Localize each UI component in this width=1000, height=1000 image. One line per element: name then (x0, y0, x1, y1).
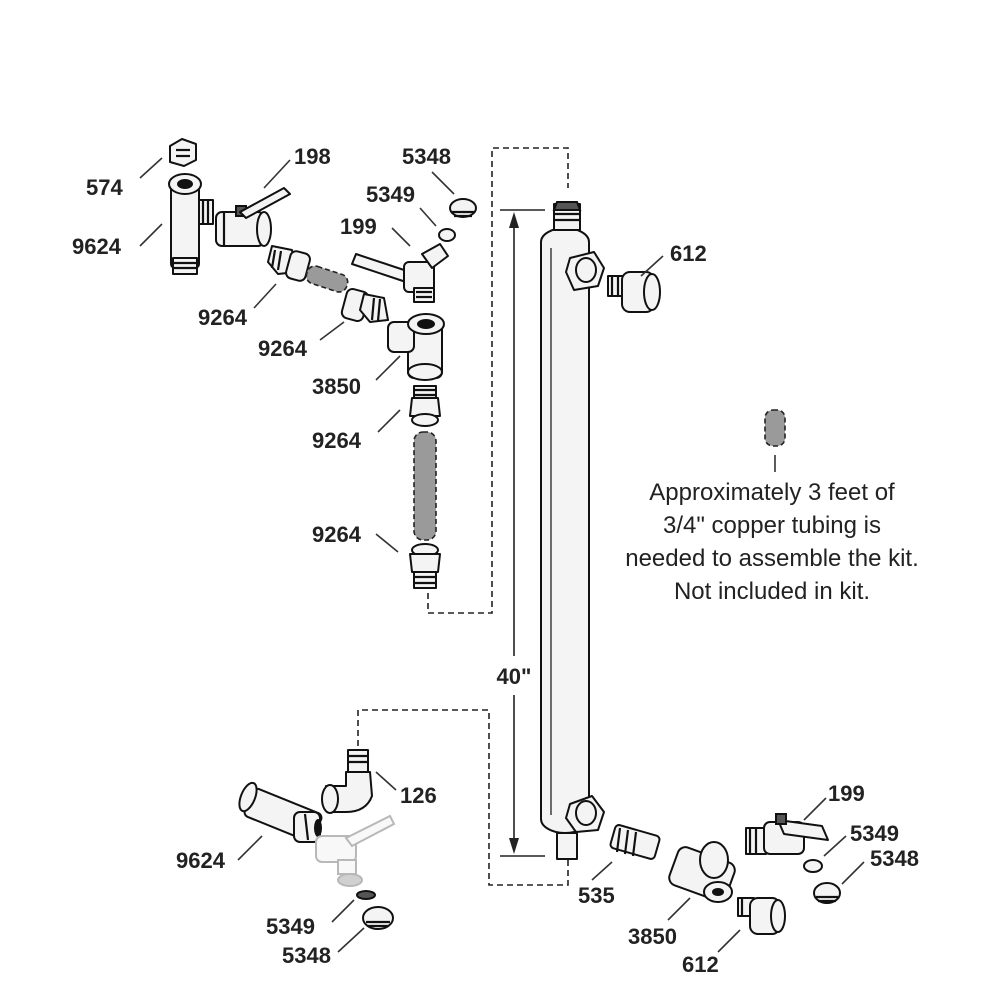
routing-line-top (427, 147, 569, 614)
part-612-adapter-top (607, 271, 661, 313)
part-5348-cap-bottom-left (362, 906, 394, 930)
part-9264-adapter-a (267, 245, 311, 282)
part-574-plug (169, 138, 197, 167)
part-9624-tee-top (168, 173, 214, 275)
part-5348-cap-top (449, 198, 477, 218)
copper-tube-segment-vertical (413, 431, 437, 541)
part-3850-tee-top (387, 313, 445, 381)
label-5349-bottom-right: 5349 (850, 821, 899, 846)
label-9264-c: 9264 (312, 428, 362, 453)
dimension-label: 40" (497, 664, 532, 689)
label-9624-top: 9624 (72, 234, 122, 259)
note-line-1: Approximately 3 feet of (649, 479, 895, 506)
label-5349-top: 5349 (366, 182, 415, 207)
part-199-drain-valve-top (351, 243, 449, 303)
part-198-ball-valve (215, 187, 291, 247)
label-535: 535 (578, 883, 615, 908)
part-9264-adapter-c (409, 385, 441, 427)
note-line-4: Not included in kit. (674, 578, 870, 605)
part-ghost-drain-valve (315, 814, 396, 887)
label-9264-d: 9264 (312, 522, 362, 547)
part-612-adapter-bottom (737, 897, 786, 935)
label-9264-b: 9264 (258, 336, 308, 361)
part-9264-adapter-b (340, 288, 389, 323)
part-3850-tee-bottom (668, 841, 736, 903)
label-199-top: 199 (340, 214, 377, 239)
part-535-nipple (609, 824, 661, 860)
label-9624-bottom: 9624 (176, 848, 226, 873)
copper-tubing-note: Approximately 3 feet of 3/4" copper tubi… (625, 479, 919, 605)
label-3850-top: 3850 (312, 374, 361, 399)
dimension-40in: 40" (497, 209, 545, 857)
part-5349-washer-bottom-right (803, 859, 823, 873)
label-3850-bottom: 3850 (628, 924, 677, 949)
label-126: 126 (400, 783, 437, 808)
label-199-bottom: 199 (828, 781, 865, 806)
heater-tube (540, 201, 605, 860)
label-9264-a: 9264 (198, 305, 248, 330)
label-574: 574 (86, 175, 123, 200)
copper-tube-swatch (764, 409, 786, 447)
label-612-bottom: 612 (682, 952, 719, 977)
part-126-elbow (321, 749, 373, 814)
label-5348-top: 5348 (402, 144, 451, 169)
routing-line-bottom (357, 709, 569, 886)
label-198: 198 (294, 144, 331, 169)
leader-lines (139, 157, 865, 953)
part-5348-cap-bottom-right (813, 882, 841, 904)
copper-tube-segment-top (305, 265, 349, 293)
note-line-3: needed to assemble the kit. (625, 545, 919, 572)
part-5349-washer-bottom-left (356, 890, 376, 900)
label-5349-bottom-left: 5349 (266, 914, 315, 939)
label-5348-bottom-right: 5348 (870, 846, 919, 871)
part-199-drain-valve-bottom (745, 813, 829, 855)
part-5349-washer-top (438, 228, 456, 242)
part-9264-adapter-d (409, 543, 441, 589)
label-612-top: 612 (670, 241, 707, 266)
part-9624-tee-bottom (238, 781, 323, 843)
note-line-2: 3/4" copper tubing is (663, 512, 881, 539)
label-5348-bottom-left: 5348 (282, 943, 331, 968)
